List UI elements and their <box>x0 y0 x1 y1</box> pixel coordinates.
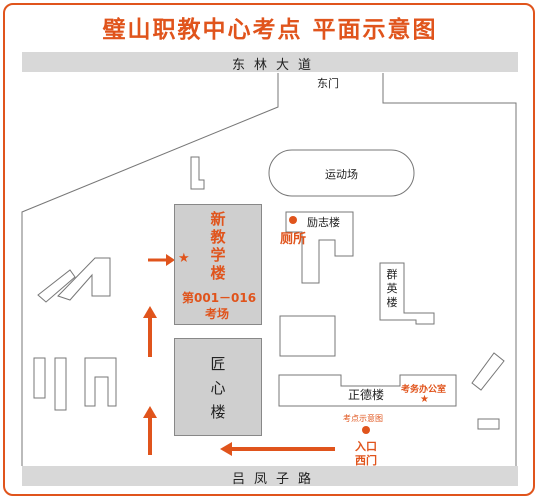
campus-boundary-east <box>382 73 517 466</box>
toilet-marker <box>289 216 297 224</box>
road-south-label: 吕凤子路 <box>232 472 321 487</box>
exam-rooms-line2: 考场 <box>205 307 230 321</box>
qunying-char-2: 英 <box>386 282 398 295</box>
east-small-building <box>477 418 500 430</box>
arrow-west-head <box>220 442 232 456</box>
road-north-label: 东林大道 <box>232 58 321 73</box>
east-building-slant <box>471 352 505 391</box>
xinjiaoxue-char-3: 学 <box>210 246 226 264</box>
exam-office-star-icon: ★ <box>420 394 429 405</box>
map-frame <box>3 3 535 496</box>
playground-label: 运动场 <box>325 168 358 181</box>
east-gate-label: 东门 <box>317 77 339 90</box>
jiangxin-char-1: 匠 <box>210 355 226 373</box>
middle-building-shape <box>279 315 336 357</box>
jiangxin-label: 匠 心 楼 <box>198 352 238 424</box>
xinjiaoxue-char-2: 教 <box>210 228 226 246</box>
west-building-slant-1 <box>37 269 76 303</box>
toilet-label: 厕所 <box>280 232 307 247</box>
west-building-a <box>33 357 46 399</box>
arrow-up-upper-head <box>143 306 157 318</box>
exam-office-label: 考务办公室 <box>401 385 447 395</box>
west-gate-marker <box>362 426 370 434</box>
small-building-nw <box>190 156 205 190</box>
west-building-c <box>84 357 117 407</box>
lizhi-building-shape <box>285 211 354 284</box>
qunying-label: 群 英 楼 <box>384 268 400 310</box>
jiangxin-building <box>174 338 262 436</box>
exam-map-sign-label: 考点示意图 <box>343 414 383 423</box>
west-gate-line2: 西门 <box>355 454 377 467</box>
exam-star-icon: ★ <box>178 251 190 266</box>
jiangxin-char-3: 楼 <box>210 403 226 421</box>
xinjiaoxue-char-4: 楼 <box>210 264 226 282</box>
road-south <box>22 466 518 486</box>
west-building-b <box>54 357 67 411</box>
west-building-slant-2 <box>57 257 111 301</box>
campus-boundary-west <box>21 73 279 466</box>
xinjiaoxue-char-1: 新 <box>210 210 226 228</box>
map-title: 璧山职教中心考点 平面示意图 <box>102 17 438 43</box>
zhengde-building-shape <box>278 374 457 407</box>
zhengde-label: 正德楼 <box>348 388 385 402</box>
road-north <box>22 52 518 72</box>
exam-rooms-line1: 第001－016 <box>182 291 257 305</box>
playground-shape <box>268 149 415 197</box>
qunying-char-1: 群 <box>386 268 398 281</box>
west-gate-line1: 入口 <box>355 440 377 453</box>
qunying-char-3: 楼 <box>386 296 398 309</box>
arrow-up-lower-head <box>143 406 157 418</box>
xinjiaoxue-building <box>174 204 262 325</box>
lizhi-label: 励志楼 <box>307 216 340 229</box>
qunying-building-shape <box>379 262 435 325</box>
arrow-to-xinjiaoxue-head <box>166 254 175 266</box>
xinjiaoxue-label: 新 教 学 楼 <box>198 210 238 282</box>
jiangxin-char-2: 心 <box>210 379 226 397</box>
